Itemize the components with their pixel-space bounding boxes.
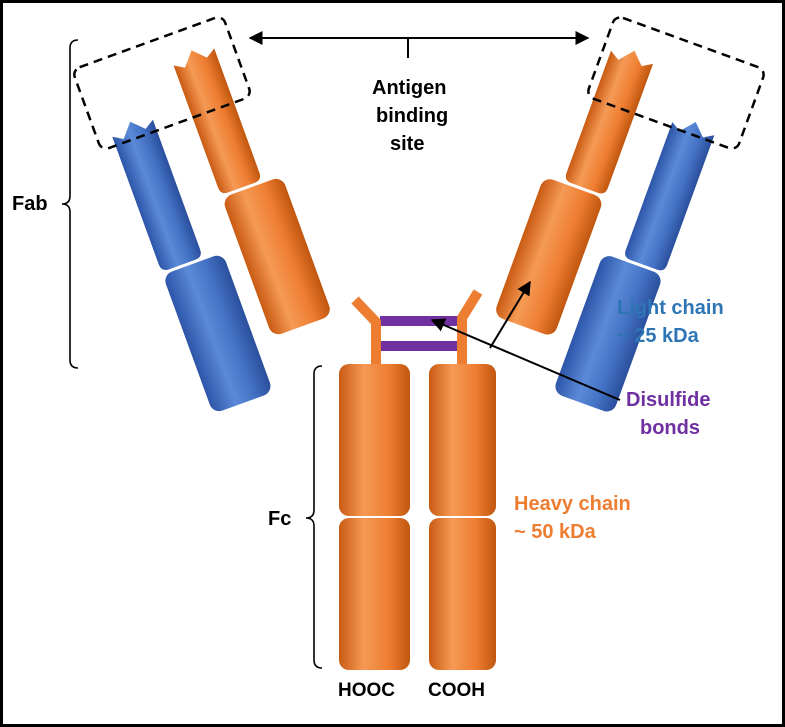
fc-bracket	[305, 365, 323, 669]
annotation-arrows	[248, 31, 621, 401]
light-chain-left-cl	[165, 255, 271, 412]
disulfide-bond-lower	[380, 341, 464, 351]
heavy-chain-right-ch2	[429, 364, 496, 516]
cooh-label: COOH	[428, 680, 485, 701]
disulfide-arrow-arm	[489, 280, 531, 349]
hooc-label: HOOC	[338, 680, 395, 701]
text-labels: Antigen binding site Fab Fc Light chain …	[12, 77, 724, 701]
light-chain-right-vl	[625, 122, 715, 271]
antigen-label-line2: binding	[376, 105, 448, 127]
hinge-left	[351, 296, 381, 365]
heavy-chain-left-ch1	[224, 178, 330, 335]
disulfide-arrow-hinge	[430, 318, 621, 401]
hinge-right	[457, 289, 483, 365]
fab-arm-left	[112, 48, 330, 412]
heavy-chain-left-vh	[173, 48, 261, 194]
light-chain-right-cl	[555, 256, 661, 412]
fab-bracket	[61, 39, 79, 369]
antigen-label-line3: site	[390, 133, 424, 155]
light-chain-label-line1: Light chain	[617, 297, 724, 319]
fab-label: Fab	[12, 193, 48, 215]
antigen-label-line1: Antigen	[372, 77, 446, 99]
fc-label: Fc	[268, 508, 291, 530]
region-brackets	[61, 39, 323, 669]
heavy-chain-right-ch3	[429, 518, 496, 670]
disulfide-label-line1: Disulfide	[626, 389, 710, 411]
heavy-chain-label-line2: ~ 50 kDa	[514, 521, 597, 543]
fab-arm-right	[496, 50, 715, 412]
heavy-chain-left-ch2	[339, 364, 410, 516]
light-chain-left-vl	[112, 119, 201, 271]
hinge-region	[351, 289, 483, 365]
heavy-chain-label-line1: Heavy chain	[514, 493, 631, 515]
light-chain-label-line2: ~ 25 kDa	[617, 325, 700, 347]
disulfide-bond-upper	[380, 316, 464, 326]
disulfide-label-line2: bonds	[640, 417, 700, 439]
heavy-chain-right-vh	[565, 50, 654, 194]
heavy-chain-left-ch3	[339, 518, 410, 670]
fc-region	[339, 364, 496, 670]
